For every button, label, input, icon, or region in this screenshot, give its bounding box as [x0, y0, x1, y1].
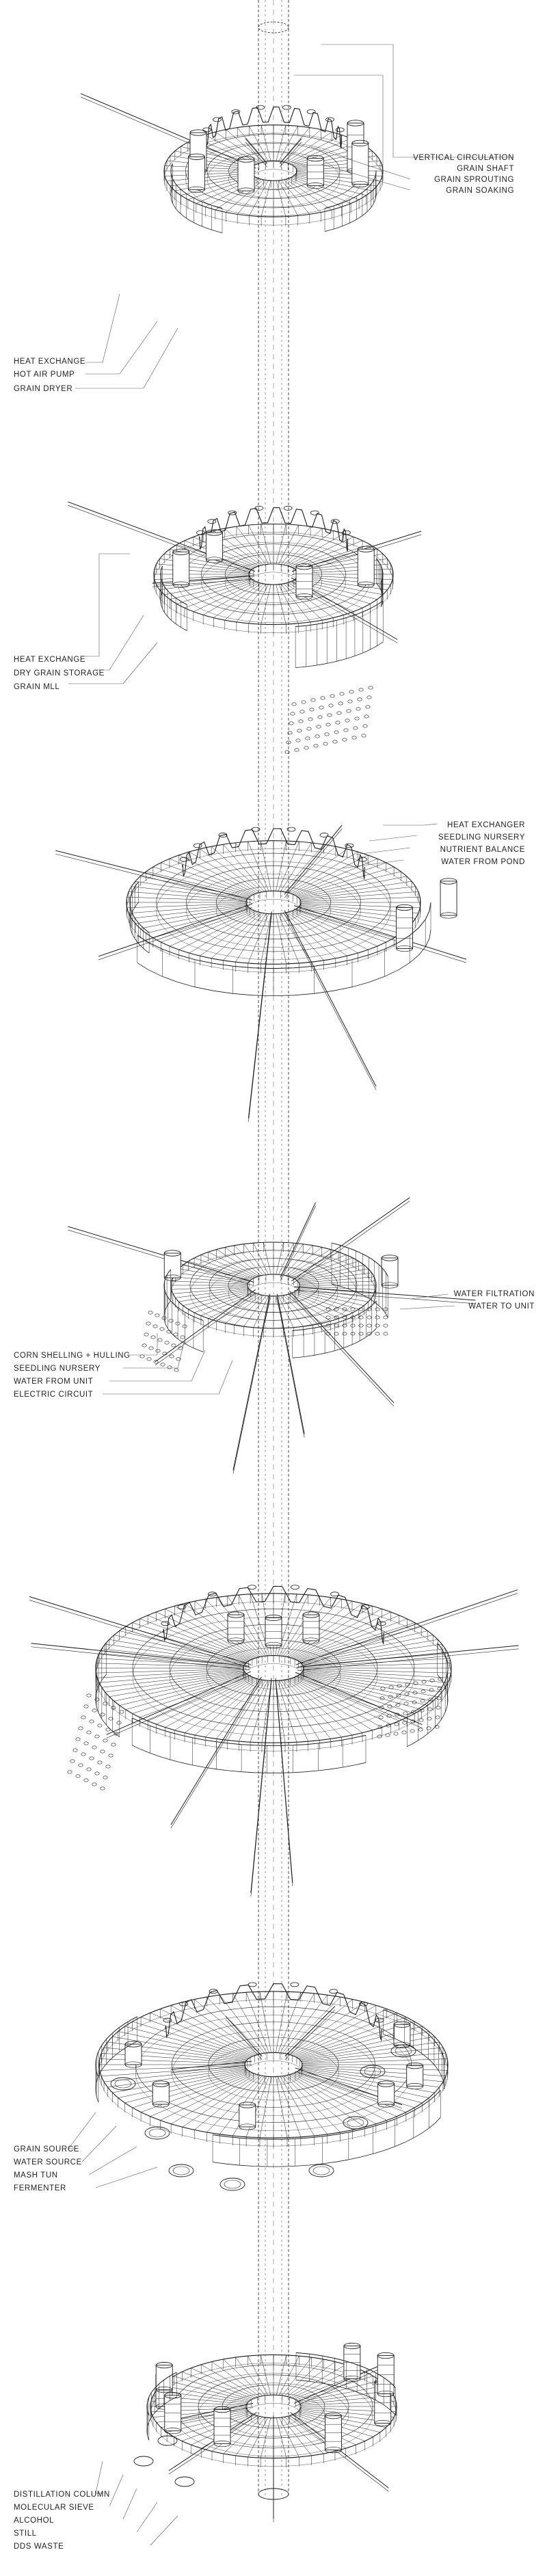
- label-molecular-sieve: MOLECULAR SIEVE: [14, 2504, 94, 2512]
- label-fermenter: FERMENTER: [14, 2184, 66, 2192]
- label-water-filtration: WATER FILTRATION: [453, 1290, 535, 1298]
- label-alcohol: ALCOHOL: [14, 2517, 55, 2525]
- label-distillation-column: DISTILLATION COLUMN: [14, 2491, 110, 2499]
- label-grain-soaking: GRAIN SOAKING: [446, 187, 514, 195]
- label-grain-dryer: GRAIN DRYER: [14, 385, 73, 393]
- label-grain-mill: GRAIN MLL: [14, 683, 60, 691]
- label-mash-tun: MASH TUN: [14, 2171, 58, 2179]
- label-grain-sprouting: GRAIN SPROUTING: [434, 176, 514, 184]
- label-corn-shelling-hulling: CORN SHELLING + HULLING: [14, 1352, 131, 1360]
- label-dry-grain-storage: DRY GRAIN STORAGE: [14, 669, 105, 677]
- label-heat-exchanger: HEAT EXCHANGER: [446, 821, 525, 829]
- label-electric-circuit: ELECTRIC CIRCUIT: [14, 1391, 94, 1399]
- label-water-from-pond: WATER FROM POND: [441, 858, 525, 866]
- label-water-from-unit: WATER FROM UNIT: [14, 1378, 94, 1386]
- label-hot-air-pump: HOT AIR PUMP: [14, 371, 75, 379]
- label-dds-waste: DDS WASTE: [14, 2543, 64, 2551]
- label-seedling-nursery-1: SEEDLING NURSERY: [438, 833, 525, 842]
- label-seedling-nursery-2: SEEDLING NURSERY: [14, 1365, 101, 1373]
- label-grain-source: GRAIN SOURCE: [14, 2145, 80, 2154]
- label-vertical-circulation: VERTICAL CIRCULATION: [413, 154, 514, 162]
- label-grain-shaft: GRAIN SHAFT: [457, 165, 514, 173]
- label-still: STILL: [14, 2530, 37, 2538]
- label-water-to-unit: WATER TO UNIT: [468, 1302, 535, 1311]
- label-water-source: WATER SOURCE: [14, 2158, 82, 2166]
- label-heat-exchange-1: HEAT EXCHANGE: [14, 358, 86, 366]
- label-nutrient-balance: NUTRIENT BALANCE: [440, 846, 525, 854]
- label-heat-exchange-2: HEAT EXCHANGE: [14, 656, 86, 664]
